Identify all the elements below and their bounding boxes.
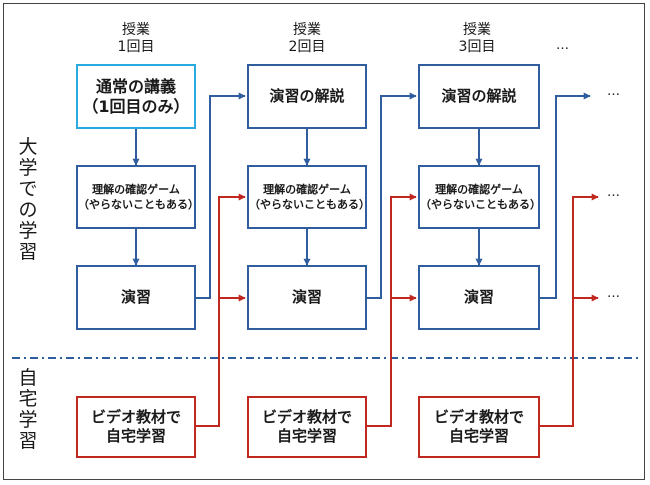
box-video-study-1: ビデオ教材で 自宅学習 (76, 396, 196, 458)
side-label-university: 大 学 で の 学 習 (18, 136, 38, 263)
arrow-exercise-3-to-next (540, 92, 591, 299)
side-label-home: 自 宅 学 習 (18, 367, 38, 452)
box-video-study-2: ビデオ教材で 自宅学習 (247, 396, 367, 458)
box-understanding-check-1: 理解の確認ゲーム （やらないこともある） (76, 165, 199, 229)
header-session-3: 授業 3回目 (432, 22, 522, 56)
arrow-exercise-2-to-explanation-3 (367, 92, 417, 299)
box-exercise-explanation-2: 演習の解説 (247, 64, 367, 129)
ellipsis-explanation-row: … (607, 84, 621, 99)
arrow-exercise-1-to-explanation-2 (196, 92, 246, 299)
header-session-number: 1回目 (117, 39, 155, 55)
arrow-video-3-to-next (540, 193, 599, 427)
box-exercise-3: 演習 (418, 265, 540, 330)
box-exercise-1: 演習 (76, 265, 196, 330)
box-exercise-2: 演習 (247, 265, 367, 330)
box-regular-lecture: 通常の講義 （1回目のみ） (76, 64, 196, 129)
ellipsis-check-row: … (607, 185, 621, 200)
arrow-video-2-to-next (367, 193, 417, 427)
arrow-video-1-to-next (196, 193, 246, 427)
diagram-frame (3, 3, 645, 480)
header-session-number: 2回目 (288, 39, 326, 55)
ellipsis-exercise-row: … (607, 286, 621, 301)
header-label: 授業 (122, 22, 150, 38)
header-session-2: 授業 2回目 (262, 22, 352, 56)
box-exercise-explanation-3: 演習の解説 (418, 64, 540, 129)
header-label: 授業 (293, 22, 321, 38)
header-session-1: 授業 1回目 (91, 22, 181, 56)
box-understanding-check-2: 理解の確認ゲーム （やらないこともある） (247, 165, 370, 229)
header-label: 授業 (463, 22, 491, 38)
header-session-number: 3回目 (458, 39, 496, 55)
header-ellipsis: … (556, 38, 570, 53)
box-understanding-check-3: 理解の確認ゲーム （やらないこともある） (418, 165, 541, 229)
box-video-study-3: ビデオ教材で 自宅学習 (418, 396, 540, 458)
